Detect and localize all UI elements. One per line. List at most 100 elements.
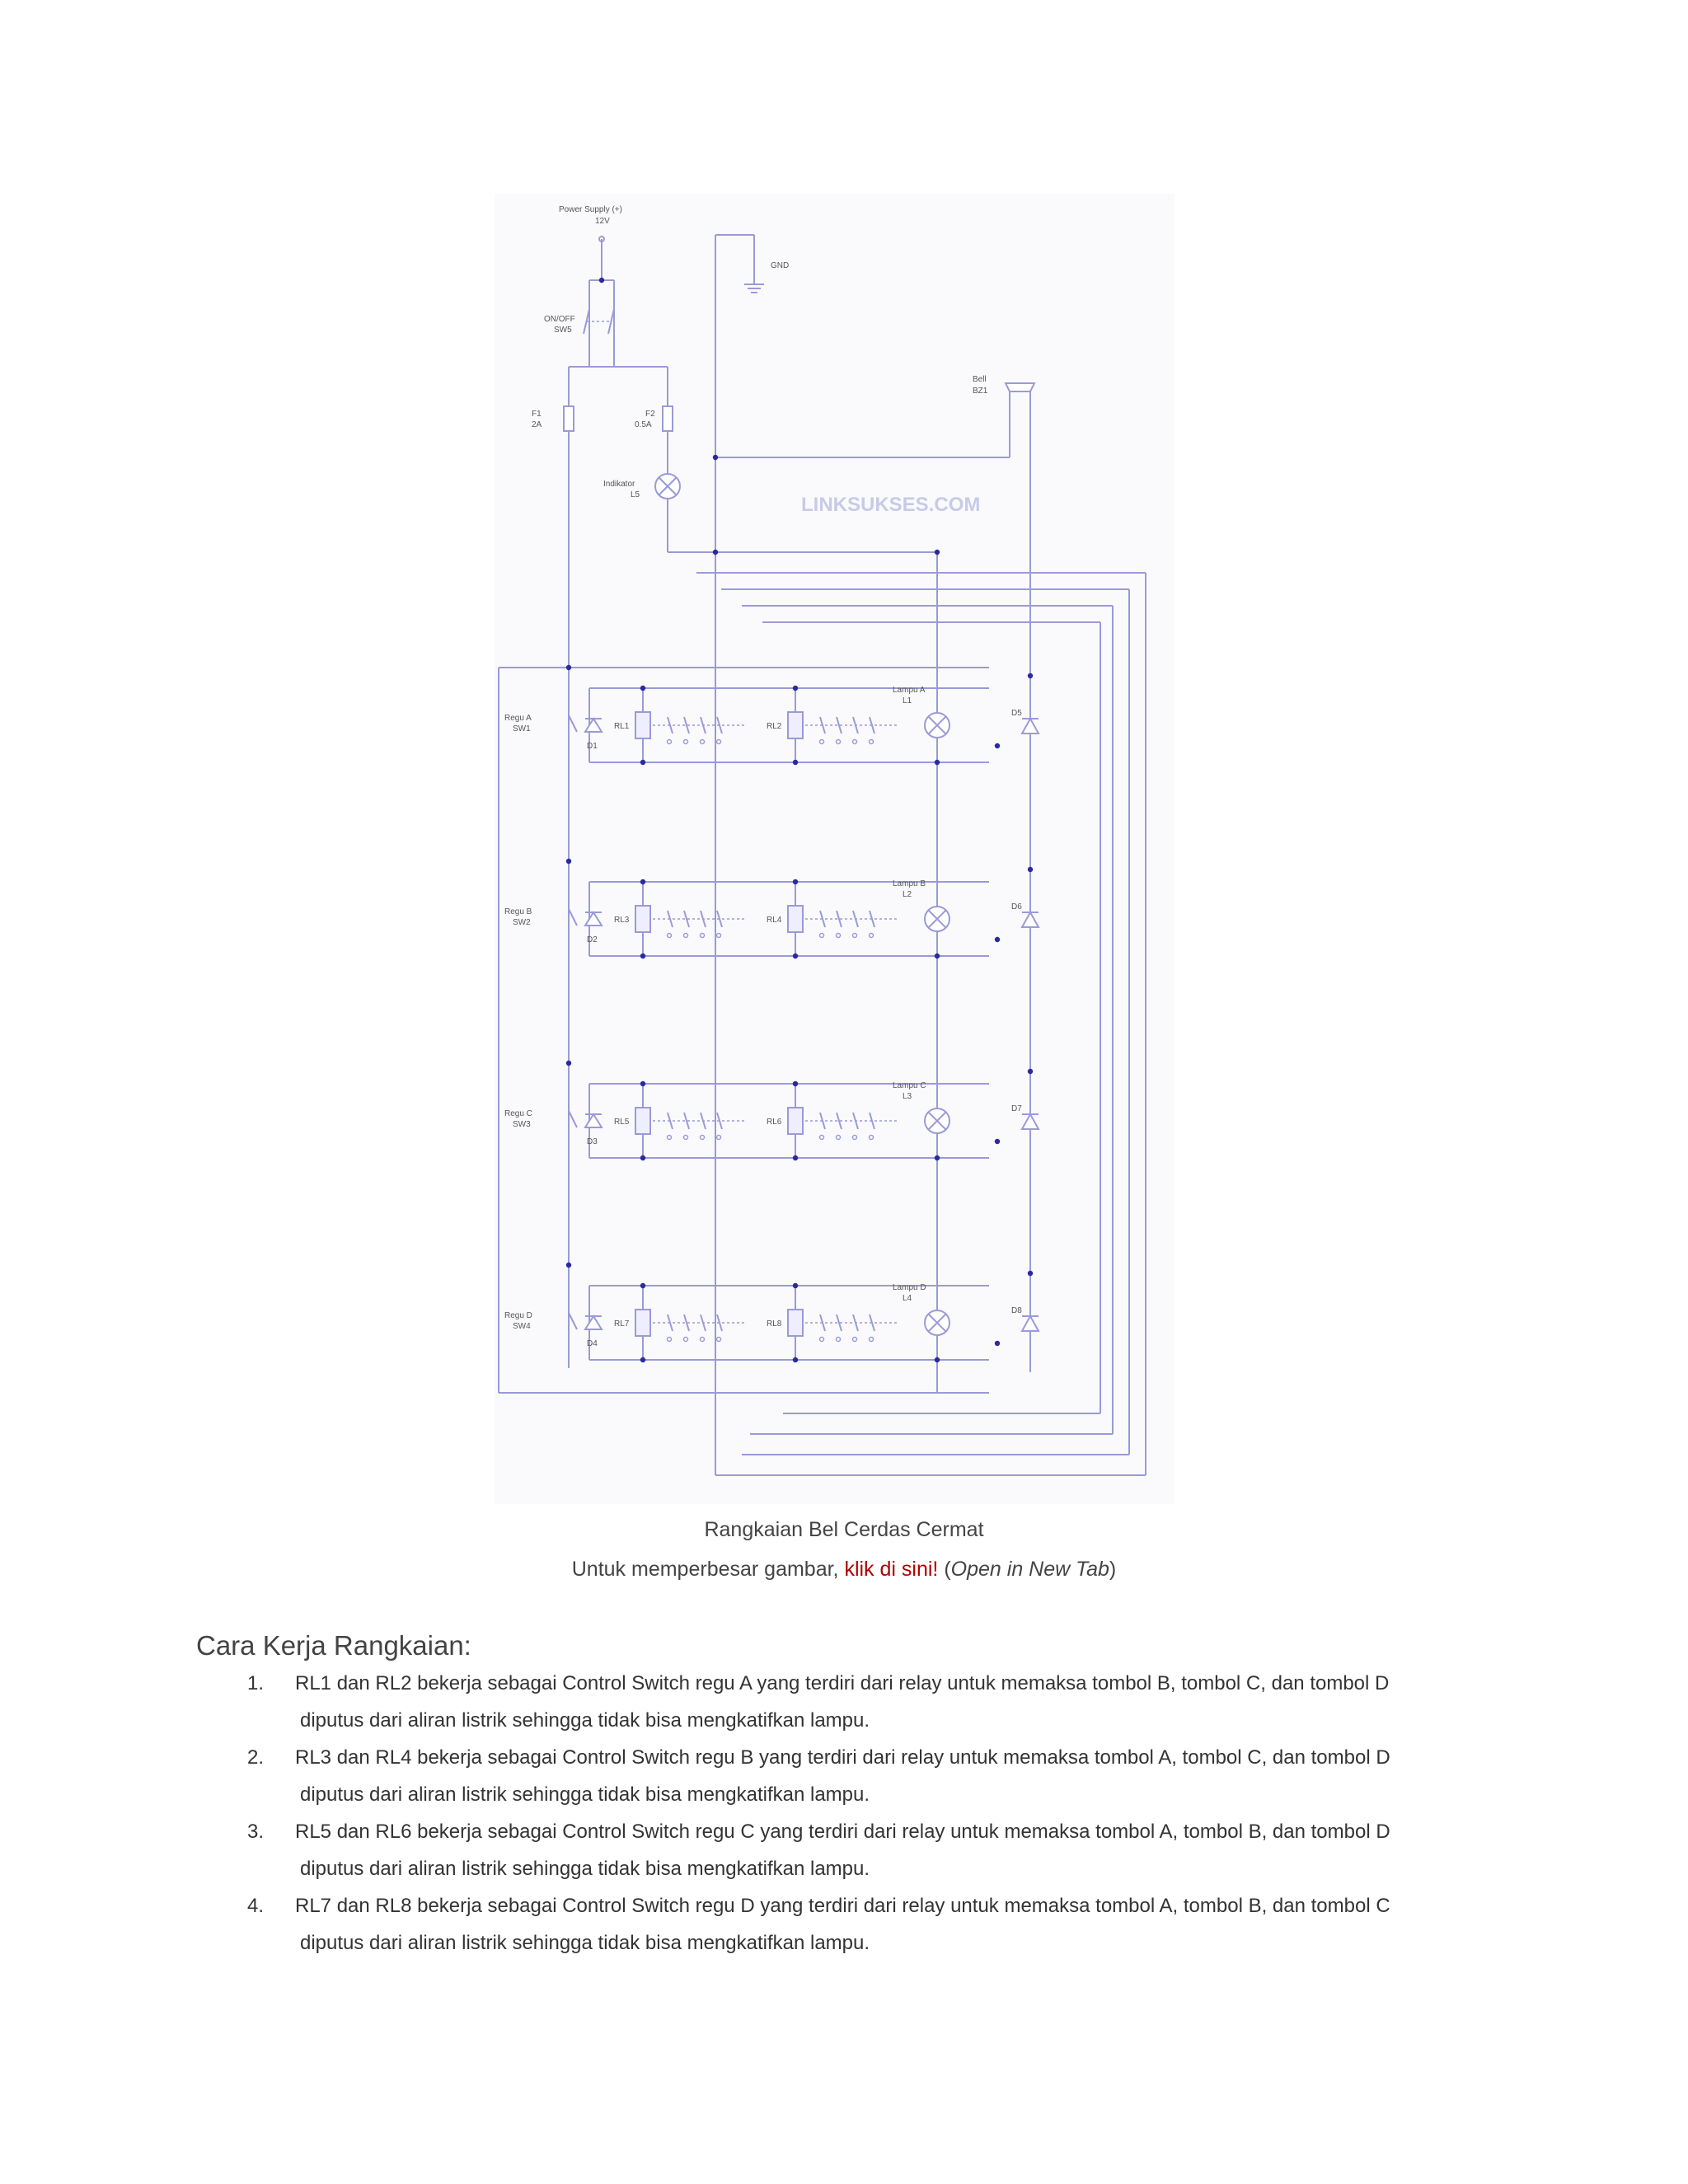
relay-contact [683,1112,690,1130]
diode-right [1020,1112,1040,1130]
relay-contact-terminal [868,1134,874,1141]
row-diode-right-label: D6 [1011,902,1022,912]
junction-dot [1027,673,1034,679]
junction-dot [565,858,572,865]
relay-contact [819,716,826,734]
row-sw-label: SW2 [513,918,531,927]
f2-label: F2 [645,410,655,419]
row-lamp-id-label: L1 [903,696,912,705]
lamp-cross [927,909,947,929]
junction-dot [792,759,799,766]
junction-dot [934,1357,940,1363]
row-lamp-label: Lampu B [893,879,926,888]
junction-dot [792,1155,799,1161]
row-relay-b-label: RL8 [767,1319,782,1329]
junction-dot [640,1357,646,1363]
junction-dot [640,759,646,766]
row-diode-right-label: D7 [1011,1104,1022,1113]
junction-dot [792,953,799,959]
relay-contact-terminal [666,932,673,939]
row-relay-a-label: RL5 [614,1118,630,1127]
relay-contact [869,716,875,734]
junction-dot [640,879,646,885]
row-regu-label: Regu C [504,1109,532,1118]
junction-dot [934,953,940,959]
power-supply-label: Power Supply (+) [559,205,622,214]
row-diode-label: D4 [587,1339,598,1348]
steps-list: 1. RL1 dan RL2 bekerja sebagai Control S… [247,1665,1467,1961]
enlarge-prefix: Untuk memperbesar gambar, [571,1558,845,1581]
relay-contact-terminal [868,1336,874,1343]
fuse-f2 [662,405,673,432]
row-sw-label: SW1 [513,724,531,733]
junction-dot [1027,1068,1034,1075]
relay-contact [852,1314,859,1332]
diode-left [584,1315,603,1330]
junction-dot [934,759,940,766]
sw5-label: SW5 [554,326,572,335]
junction-dot [792,1282,799,1289]
section-heading: Cara Kerja Rangkaian: [196,1630,471,1661]
row-diode-label: D3 [587,1137,598,1146]
junction-dot [565,664,572,671]
relay-contact-terminal [699,932,706,939]
relay-contact [700,1112,706,1130]
relay-contact [869,1314,875,1332]
relay-contact [683,910,690,928]
junction-dot [1027,1270,1034,1277]
open-new-tab-text: Open in New Tab [950,1558,1109,1581]
row-relay-b-label: RL6 [767,1118,782,1127]
relay-contact-terminal [699,1134,706,1141]
relay-contact-terminal [715,738,722,745]
row-lamp-label: Lampu A [893,686,926,695]
paren-open: ( [938,1558,951,1581]
relay-coil [787,1309,804,1337]
relay-contact-terminal [851,1336,858,1343]
list-item-line2: diputus dari aliran listrik sehingga tid… [300,1932,870,1954]
row-regu-label: Regu A [504,714,532,723]
relay-coil [635,905,651,933]
gnd-label: GND [771,261,789,270]
relay-contact-terminal [715,932,722,939]
junction-dot [934,1155,940,1161]
relay-contact-terminal [682,932,689,939]
relay-contact-terminal [699,1336,706,1343]
row-relay-b-label: RL2 [767,722,782,731]
relay-contact-terminal [868,738,874,745]
list-item-text: RL5 dan RL6 bekerja sebagai Control Swit… [295,1813,1467,1887]
junction-dot [994,1138,1001,1145]
relay-contact [716,1112,723,1130]
list-item-text: RL3 dan RL4 bekerja sebagai Control Swit… [295,1739,1467,1813]
junction-dot [640,1155,646,1161]
relay-contact [819,1112,826,1130]
relay-contact-terminal [666,1134,673,1141]
bell-symbol [1004,382,1036,392]
row-diode-right-label: D8 [1011,1306,1022,1315]
list-item-line1: RL3 dan RL4 bekerja sebagai Control Swit… [295,1746,1390,1769]
lamp-cross [927,1111,947,1131]
row-diode-label: D1 [587,742,598,751]
relay-contact-terminal [851,738,858,745]
relay-contact-terminal [835,738,842,745]
f1-value-label: 2A [532,420,542,429]
indikator-label: Indikator [603,480,635,489]
diode-right [1020,1314,1040,1332]
diode-left [584,1113,603,1128]
onoff-label: ON/OFF [544,315,575,324]
circuit-svg: Power Supply (+)12VGNDON/OFFSW5F12AF20.5… [498,205,1146,1476]
junction-dot [640,685,646,691]
relay-contact-terminal [818,932,825,939]
diode-right [1020,910,1040,928]
relay-contact-terminal [715,1336,722,1343]
list-item-number: 1. [247,1672,265,1694]
push-switch [568,1110,578,1128]
relay-contact [700,910,706,928]
relay-contact [700,716,706,734]
list-item-line1: RL5 dan RL6 bekerja sebagai Control Swit… [295,1821,1390,1843]
row-relay-a-label: RL3 [614,916,630,925]
relay-contact [716,1314,723,1332]
relay-contact-terminal [715,1134,722,1141]
enlarge-link[interactable]: klik di sini! [844,1558,939,1581]
junction-dot [934,549,940,555]
relay-coil [787,1107,804,1135]
